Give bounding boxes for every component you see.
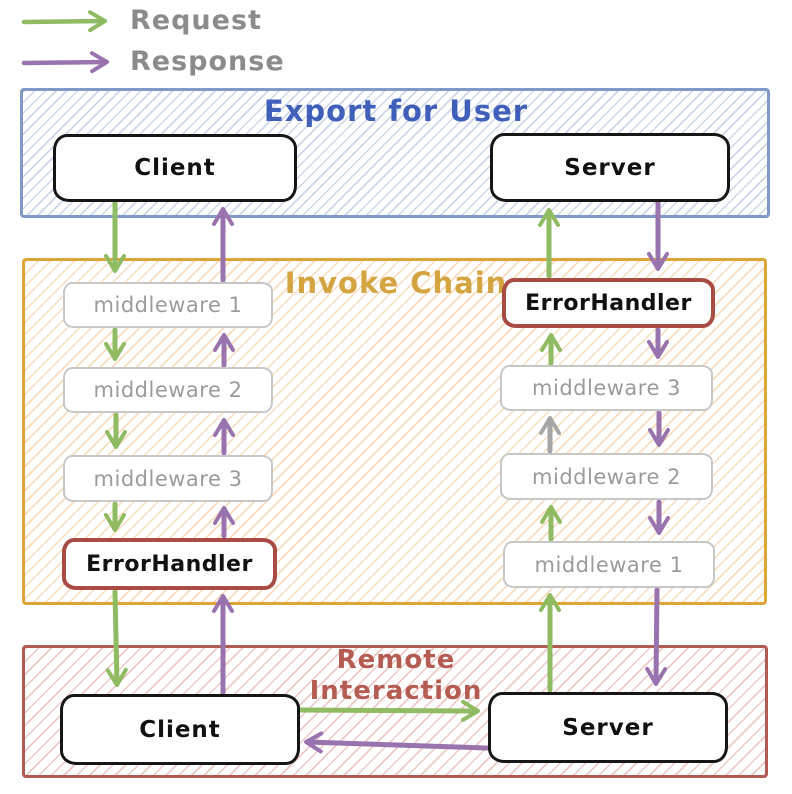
legend-response-arrow-icon	[21, 51, 109, 74]
error-handler-right-label: ErrorHandler	[525, 290, 692, 316]
middleware-1-left-label: middleware 1	[93, 293, 243, 317]
middleware-3-left-node: middleware 3	[63, 455, 273, 502]
error-handler-left-label: ErrorHandler	[86, 551, 253, 577]
export-client-node: Client	[53, 134, 297, 202]
remote-title-line1: Remote	[336, 645, 456, 675]
middleware-1-left-node: middleware 1	[63, 282, 273, 328]
legend-response-label: Response	[130, 46, 285, 77]
error-handler-right-node: ErrorHandler	[502, 278, 715, 328]
middleware-3-right-node: middleware 3	[500, 365, 713, 411]
middleware-1-right-label: middleware 1	[534, 552, 684, 577]
export-server-node: Server	[490, 133, 730, 202]
remote-client-node: Client	[60, 694, 300, 765]
middleware-2-left-label: middleware 2	[93, 378, 243, 402]
middleware-1-right-node: middleware 1	[503, 541, 715, 588]
remote-server-label: Server	[562, 714, 654, 741]
remote-server-node: Server	[488, 692, 728, 763]
middleware-2-right-label: middleware 2	[532, 464, 681, 489]
export-section-title: Export for User	[263, 94, 529, 128]
remote-section-title: Remote Interaction	[0, 645, 792, 707]
middleware-3-left-label: middleware 3	[93, 466, 243, 491]
export-client-label: Client	[134, 155, 216, 181]
middleware-2-left-node: middleware 2	[63, 367, 273, 413]
invoke-section-title: Invoke Chain	[284, 266, 508, 300]
legend-request-arrow-icon	[21, 10, 107, 33]
middleware-3-right-label: middleware 3	[532, 376, 681, 400]
remote-client-label: Client	[139, 716, 221, 743]
error-handler-left-node: ErrorHandler	[62, 538, 277, 590]
remote-title-line2: Interaction	[309, 676, 483, 706]
legend-request-label: Request	[130, 5, 262, 36]
middleware-2-right-node: middleware 2	[500, 453, 713, 500]
export-server-label: Server	[564, 154, 656, 181]
